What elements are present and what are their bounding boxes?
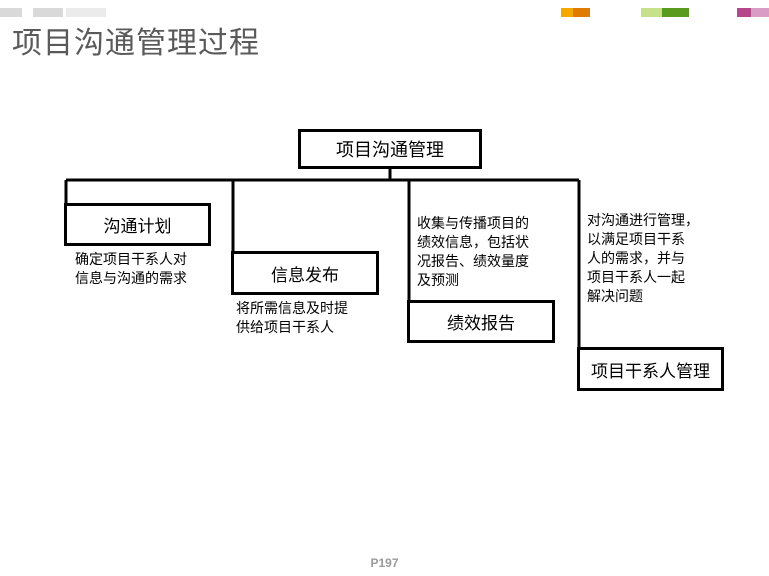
page-number: P197	[370, 556, 399, 570]
process-description-1: 确定项目干系人对 信息与沟通的需求	[75, 251, 187, 289]
decor-bar-orange-2	[573, 8, 590, 17]
decor-bar-gray-2	[33, 8, 63, 17]
description-line: 及预测	[417, 273, 459, 289]
description-line: 供给项目干系人	[236, 320, 334, 336]
page-title: 项目沟通管理过程	[12, 26, 260, 61]
process-description-2: 将所需信息及时提 供给项目干系人	[236, 300, 348, 338]
process-label: 项目干系人管理	[591, 361, 710, 382]
decor-bar-purple-2	[751, 8, 769, 17]
root-process-box: 项目沟通管理	[298, 129, 482, 169]
description-line: 解决问题	[587, 289, 643, 305]
description-line: 以满足项目干系	[587, 232, 685, 248]
process-box-information-distribution: 信息发布	[231, 251, 379, 295]
decor-bar-green-1	[641, 8, 662, 17]
process-box-performance-reporting: 绩效报告	[407, 300, 555, 343]
description-line: 绩效信息，包括状	[417, 235, 529, 251]
decor-bar-gray-1	[0, 8, 22, 17]
description-line: 况报告、绩效量度	[417, 254, 529, 270]
description-line: 人的需求，并与	[587, 251, 685, 267]
description-line: 信息与沟通的需求	[75, 271, 187, 287]
root-process-label: 项目沟通管理	[336, 140, 444, 161]
decor-bar-green-2	[662, 8, 689, 17]
description-line: 确定项目干系人对	[75, 252, 187, 268]
process-description-4: 对沟通进行管理， 以满足项目干系 人的需求，并与 项目干系人一起 解决问题	[587, 212, 699, 307]
description-line: 对沟通进行管理，	[587, 213, 699, 229]
description-line: 项目干系人一起	[587, 270, 685, 286]
description-line: 将所需信息及时提	[236, 301, 348, 317]
description-line: 收集与传播项目的	[417, 216, 529, 232]
decor-bar-orange-1	[561, 8, 573, 17]
process-label: 信息发布	[271, 265, 339, 286]
process-label: 沟通计划	[103, 217, 172, 237]
decor-bar-gray-3	[66, 8, 106, 17]
decor-bar-purple-1	[737, 8, 751, 17]
process-box-communication-planning: 沟通计划	[64, 203, 211, 246]
process-box-stakeholder-management: 项目干系人管理	[577, 347, 724, 391]
process-description-3: 收集与传播项目的 绩效信息，包括状 况报告、绩效量度 及预测	[417, 215, 529, 291]
process-label: 绩效报告	[447, 314, 515, 334]
